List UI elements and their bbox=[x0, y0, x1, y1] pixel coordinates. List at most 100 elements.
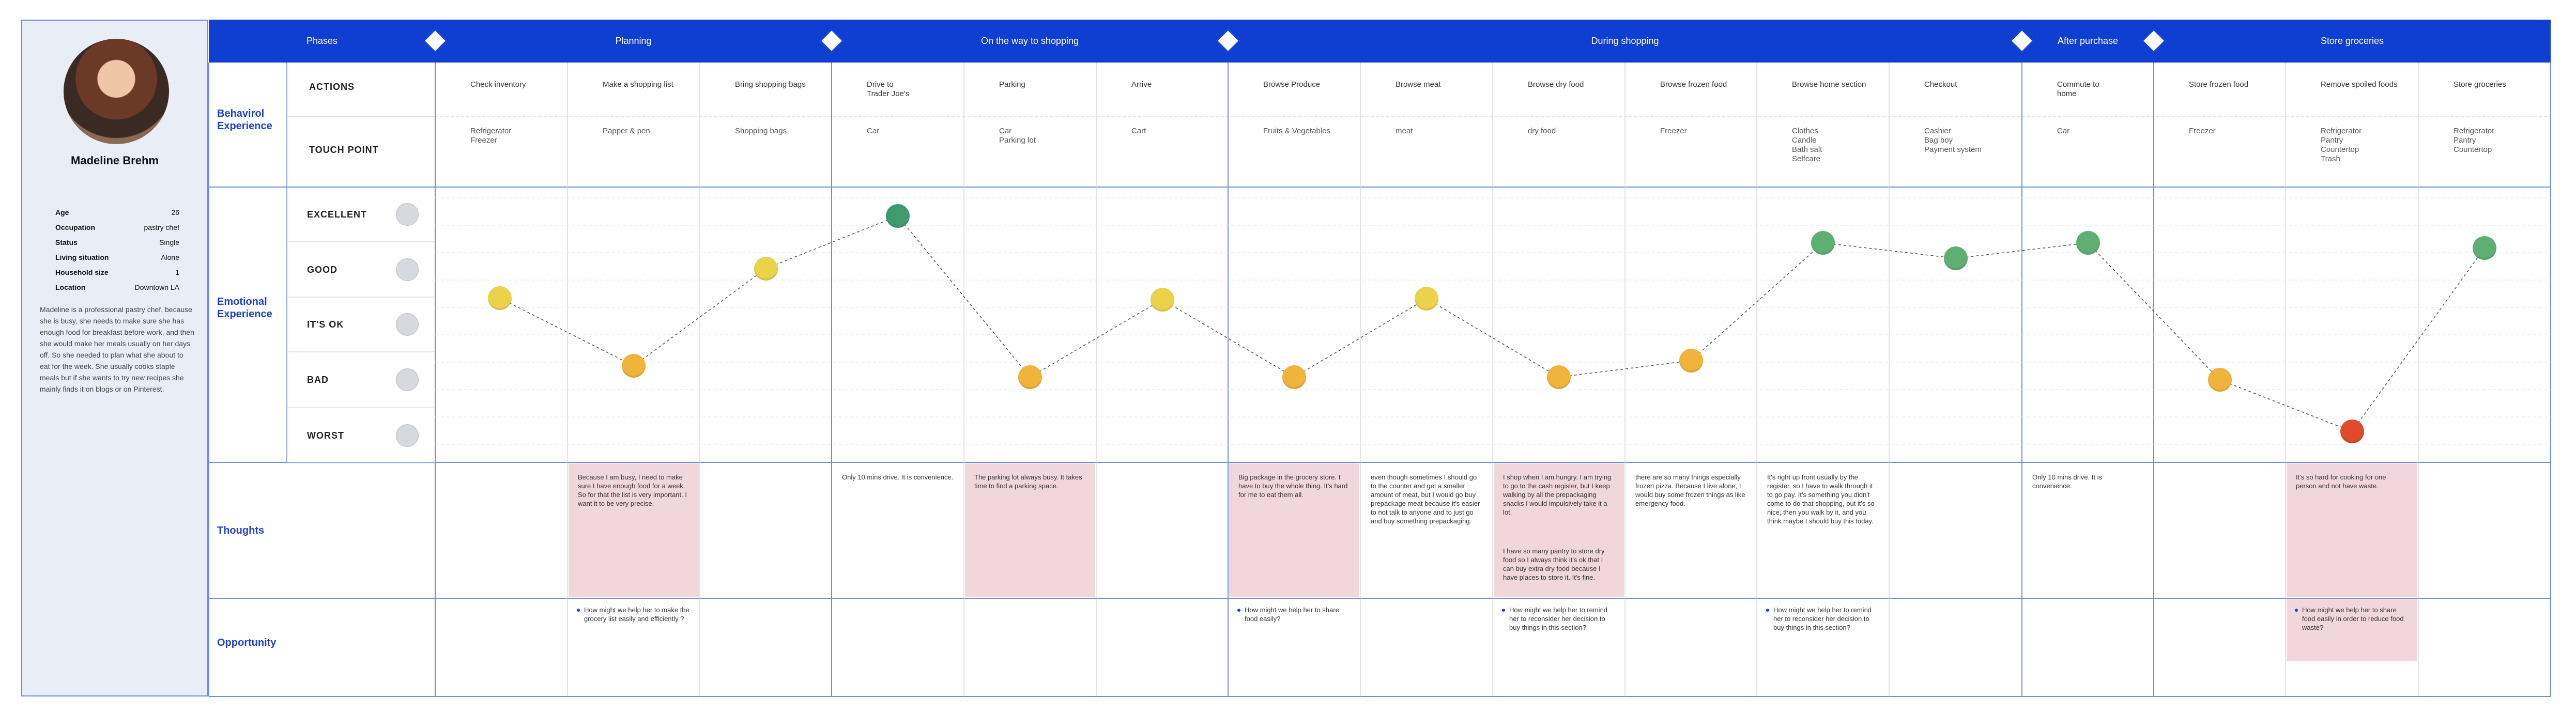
touch-point-cell: Car bbox=[2057, 127, 2070, 135]
emotion-point-face-icon bbox=[2076, 231, 2100, 255]
opportunity-item: How might we help her to remind her to r… bbox=[1502, 606, 1616, 632]
persona-info-value: Downtown LA bbox=[134, 283, 179, 291]
touch-point-cell: Car bbox=[867, 127, 880, 135]
persona-info-row: Occupation pastry chef bbox=[55, 223, 179, 231]
thoughts-label: Thoughts bbox=[217, 525, 265, 536]
phase-header: Store groceries bbox=[2154, 20, 2551, 63]
touch-point-cell: Refrigerator Pantry Countertop Trash bbox=[2321, 127, 2362, 163]
thought-note: Only 10 mins drive. It is convenience. bbox=[842, 473, 954, 481]
thought-highlight bbox=[569, 463, 699, 597]
persona-info-value: Alone bbox=[161, 253, 179, 261]
phase-header: During shopping bbox=[1228, 20, 2022, 63]
persona-info-key: Location bbox=[55, 283, 86, 291]
action-cell: Commute to home bbox=[2057, 80, 2099, 98]
emotion-point-face-icon bbox=[1018, 365, 1042, 389]
thought-note: It's so hard for cooking for one person … bbox=[2296, 473, 2386, 490]
emotion-curve-segment bbox=[1822, 242, 1956, 259]
emotion-curve-segment bbox=[2087, 242, 2220, 380]
touch-point-cell: Car Parking lot bbox=[999, 127, 1036, 145]
emotion-point-face-icon bbox=[1679, 349, 1703, 373]
persona-name: Madeline Brehm bbox=[71, 154, 159, 167]
phase-header: Planning bbox=[435, 20, 832, 63]
thought-note: even though sometimes I should go to the… bbox=[1371, 473, 1480, 525]
touch-point-cell: Refrigerator Freezer bbox=[470, 127, 512, 145]
persona-bio: Madeline is a professional pastry chef, … bbox=[40, 305, 194, 393]
emotion-point-face-icon bbox=[2473, 236, 2496, 260]
touch-point-cell: Refrigerator Pantry Countertop bbox=[2454, 127, 2495, 154]
opportunity-item: How might we help her to share food easi… bbox=[2295, 606, 2409, 632]
persona-info-row: Status Single bbox=[55, 238, 179, 246]
emotion-point-face-icon bbox=[1282, 365, 1306, 389]
emotion-point-face-icon bbox=[488, 286, 512, 310]
emotion-level-label: WORST bbox=[307, 430, 344, 441]
persona-info-row: Location Downtown LA bbox=[55, 283, 179, 291]
touch-point-cell: Freezer bbox=[2189, 127, 2216, 135]
touch-point-cell: Fruits & Vegetables bbox=[1263, 127, 1331, 135]
persona-info-value: pastry chef bbox=[144, 223, 179, 231]
touch-point-cell: Shopping bags bbox=[735, 127, 787, 135]
action-cell: Browse frozen food bbox=[1660, 80, 1727, 89]
emotional-experience-label: Emotional Experience bbox=[217, 296, 272, 320]
emotion-curve-segment bbox=[499, 298, 634, 366]
action-cell: Browse home section bbox=[1792, 80, 1866, 89]
action-cell: Arrive bbox=[1131, 80, 1152, 89]
opportunity-label: Opportunity bbox=[217, 637, 277, 648]
touch-point-cell: Papper & pen bbox=[603, 127, 650, 135]
action-cell: Make a shopping list bbox=[603, 80, 673, 89]
phase-header: After purchase bbox=[2022, 20, 2154, 63]
emotion-level-face-icon bbox=[396, 258, 419, 281]
persona-info-row: Age 26 bbox=[55, 208, 179, 216]
touch-point-cell: Clothes Candle Bath salt Selfcare bbox=[1792, 127, 1822, 163]
emotion-point-face-icon bbox=[1547, 365, 1571, 389]
action-cell: Remove spoiled foods bbox=[2321, 80, 2398, 89]
action-cell: Store groceries bbox=[2454, 80, 2506, 89]
persona-info-key: Occupation bbox=[55, 223, 96, 231]
emotion-level-face-icon bbox=[396, 424, 419, 447]
emotion-point-face-icon bbox=[2207, 368, 2232, 392]
emotion-point-face-icon bbox=[622, 354, 646, 378]
emotion-curve-segment bbox=[897, 215, 1031, 378]
emotion-curve-segment bbox=[1691, 242, 1823, 361]
thought-note: there are so many things especially froz… bbox=[1635, 473, 1745, 507]
action-cell: Drive to Trader Joe's bbox=[867, 80, 910, 98]
touch-point-cell: meat bbox=[1396, 127, 1413, 135]
emotion-level-face-icon bbox=[396, 203, 419, 226]
emotion-level-label: BAD bbox=[307, 375, 329, 385]
opportunity-highlight bbox=[2287, 599, 2417, 661]
emotion-curve-segment bbox=[2351, 247, 2485, 432]
thought-note: Because I am busy, I need to make sure I… bbox=[578, 473, 687, 507]
emotion-point-face-icon bbox=[754, 257, 778, 281]
persona-info-key: Age bbox=[55, 208, 69, 216]
thought-note: I have so many pantry to store dry food … bbox=[1503, 547, 1605, 581]
emotion-level-label: EXCELLENT bbox=[307, 209, 367, 220]
behavioral-experience-label: Behavirol Experience bbox=[217, 108, 272, 132]
thought-note: I shop when I am hungry. I am trying to … bbox=[1503, 473, 1612, 516]
thought-highlight bbox=[2287, 463, 2417, 597]
emotion-curve-segment bbox=[633, 268, 766, 366]
persona-info-value: Single bbox=[159, 238, 179, 246]
emotion-point-face-icon bbox=[2340, 420, 2364, 443]
thought-note: Big package in the grocery store. I have… bbox=[1238, 473, 1348, 499]
thought-note: The parking lot always busy. It takes ti… bbox=[974, 473, 1082, 490]
emotion-point-face-icon bbox=[1811, 231, 1835, 255]
action-cell: Bring shopping bags bbox=[735, 80, 806, 89]
actions-label: ACTIONS bbox=[309, 82, 355, 92]
opportunity-item: How might we help her to share food easi… bbox=[1237, 606, 1351, 623]
action-cell: Parking bbox=[999, 80, 1025, 89]
action-cell: Check inventory bbox=[470, 80, 526, 89]
touch-point-cell: Cart bbox=[1131, 127, 1146, 135]
emotion-point-face-icon bbox=[1415, 287, 1438, 311]
emotion-curve-segment bbox=[1955, 242, 2088, 259]
persona-info-value: 26 bbox=[171, 208, 179, 216]
opportunity-item: How might we help her to make the grocer… bbox=[577, 606, 691, 623]
emotion-curve-segment bbox=[1558, 360, 1691, 378]
emotion-level-face-icon bbox=[396, 313, 419, 336]
thought-highlight bbox=[965, 463, 1095, 597]
persona-info-value: 1 bbox=[175, 268, 179, 276]
action-cell: Browse Produce bbox=[1263, 80, 1321, 89]
thought-highlight bbox=[1494, 463, 1624, 597]
action-cell: Checkout bbox=[1924, 80, 1957, 89]
persona-info-key: Status bbox=[55, 238, 78, 246]
